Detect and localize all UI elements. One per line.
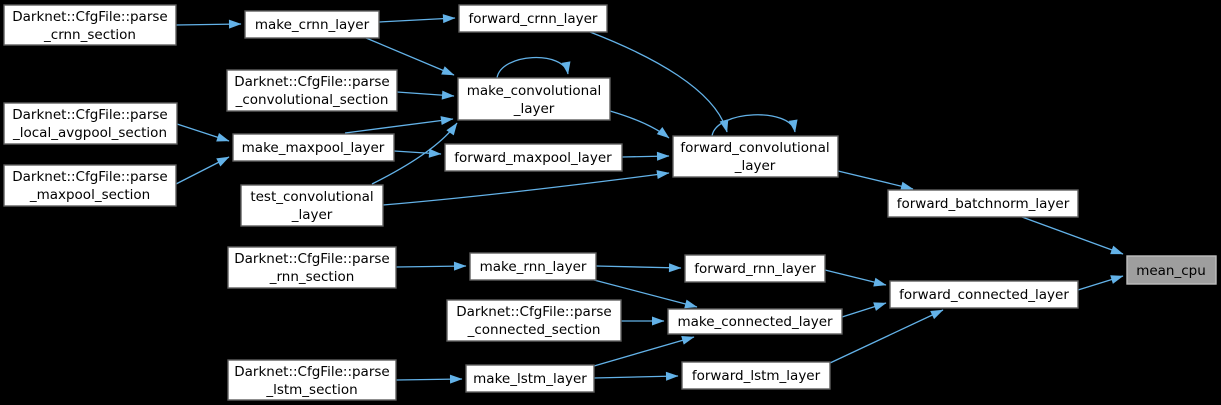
node-parse_maxpool_section[interactable]: Darknet::CfgFile::parse _maxpool_section xyxy=(3,164,177,207)
edge-make_connected_layer-forward_connected_layer xyxy=(841,302,887,318)
edge-forward_crnn_layer-forward_convolutional_layer xyxy=(589,31,729,133)
node-make_crnn_layer[interactable]: make_crnn_layer xyxy=(244,10,380,39)
node-forward_convolutional_layer[interactable]: forward_convolutional _layer xyxy=(672,135,839,178)
node-label: Darknet::CfgFile::parse xyxy=(12,9,167,25)
node-label: make_convolutional xyxy=(467,83,602,99)
node-label: make_crnn_layer xyxy=(255,17,370,33)
node-forward_rnn_layer[interactable]: forward_rnn_layer xyxy=(684,254,826,283)
edge-test_convolutional_layer-make_convolutional_layer xyxy=(371,122,458,185)
node-forward_maxpool_layer[interactable]: forward_maxpool_layer xyxy=(444,143,623,172)
node-parse_convolutional_section[interactable]: Darknet::CfgFile::parse _convolutional_s… xyxy=(226,69,398,112)
node-label: make_rnn_layer xyxy=(480,259,587,275)
edge-parse_convolutional_section-make_convolutional_layer xyxy=(396,90,455,100)
node-label: forward_crnn_layer xyxy=(469,11,598,27)
edge-parse_local_avgpool_section-make_maxpool_layer xyxy=(176,123,230,142)
node-label: Darknet::CfgFile::parse xyxy=(234,251,389,267)
node-label: Darknet::CfgFile::parse xyxy=(234,364,389,380)
edge-forward_lstm_layer-forward_connected_layer xyxy=(829,309,944,364)
node-label: make_lstm_layer xyxy=(473,371,587,387)
node-label: forward_connected_layer xyxy=(899,287,1069,303)
node-label: Darknet::CfgFile::parse xyxy=(12,169,167,185)
node-label: make_connected_layer xyxy=(677,314,833,330)
edge-forward_convolutional_layer-forward_batchnorm_layer xyxy=(837,170,914,191)
node-make_connected_layer[interactable]: make_connected_layer xyxy=(667,308,843,335)
node-label: forward_rnn_layer xyxy=(694,261,816,277)
node-forward_batchnorm_layer[interactable]: forward_batchnorm_layer xyxy=(887,189,1079,218)
node-label: _layer xyxy=(513,101,555,117)
node-mean_cpu[interactable]: mean_cpu xyxy=(1126,255,1217,285)
node-label: _layer xyxy=(291,207,333,223)
node-forward_connected_layer[interactable]: forward_connected_layer xyxy=(889,280,1079,309)
node-label: make_maxpool_layer xyxy=(242,140,385,156)
node-label: _convolutional_section xyxy=(235,92,389,108)
node-forward_lstm_layer[interactable]: forward_lstm_layer xyxy=(681,361,831,390)
edge-make_maxpool_layer-forward_maxpool_layer xyxy=(393,148,442,158)
node-label: Darknet::CfgFile::parse xyxy=(12,107,167,123)
node-label: forward_convolutional xyxy=(680,140,829,156)
edge-forward_connected_layer-mean_cpu xyxy=(1077,275,1124,291)
node-label: forward_batchnorm_layer xyxy=(897,196,1070,212)
node-make_maxpool_layer[interactable]: make_maxpool_layer xyxy=(232,133,395,162)
edge-test_convolutional_layer-forward_convolutional_layer xyxy=(382,170,670,206)
edge-make_rnn_layer-forward_rnn_layer xyxy=(595,263,682,273)
edge-forward_maxpool_layer-forward_convolutional_layer xyxy=(621,151,670,161)
node-label: _layer xyxy=(734,158,776,174)
edge-parse_lstm_section-make_lstm_layer xyxy=(395,374,463,384)
edge-forward_batchnorm_layer-mean_cpu xyxy=(1021,216,1124,255)
edge-parse_rnn_section-make_rnn_layer xyxy=(395,261,467,271)
edge-make_convolutional_layer-forward_convolutional_layer xyxy=(609,110,670,139)
node-label: forward_maxpool_layer xyxy=(454,150,612,166)
node-label: Darknet::CfgFile::parse xyxy=(456,304,611,320)
edge-make_maxpool_layer-make_convolutional_layer xyxy=(344,116,454,134)
edge-make_crnn_layer-forward_crnn_layer xyxy=(378,14,456,24)
edge-parse_crnn_section-make_crnn_layer xyxy=(175,19,242,29)
edge-make_lstm_layer-forward_lstm_layer xyxy=(593,371,679,381)
edge-parse_maxpool_section-make_maxpool_layer xyxy=(175,156,230,185)
edge-make_rnn_layer-make_connected_layer xyxy=(593,279,698,309)
node-label: _local_avgpool_section xyxy=(12,125,167,141)
node-forward_crnn_layer[interactable]: forward_crnn_layer xyxy=(458,4,608,33)
node-parse_lstm_section[interactable]: Darknet::CfgFile::parse _lstm_section xyxy=(227,359,397,401)
node-make_rnn_layer[interactable]: make_rnn_layer xyxy=(469,252,597,281)
node-test_convolutional_layer[interactable]: test_convolutional _layer xyxy=(240,184,384,227)
node-label: _connected_section xyxy=(467,322,601,338)
node-label: _maxpool_section xyxy=(29,187,150,203)
node-make_lstm_layer[interactable]: make_lstm_layer xyxy=(465,364,595,393)
node-label: _crnn_section xyxy=(43,27,136,43)
edge-forward_rnn_layer-forward_connected_layer xyxy=(824,269,887,287)
node-label: forward_lstm_layer xyxy=(692,368,821,384)
node-label: _rnn_section xyxy=(269,269,355,285)
node-label: Darknet::CfgFile::parse xyxy=(234,74,389,90)
node-make_convolutional_layer[interactable]: make_convolutional _layer xyxy=(457,77,611,121)
node-label: mean_cpu xyxy=(1136,263,1206,279)
node-parse_crnn_section[interactable]: Darknet::CfgFile::parse _crnn_section xyxy=(3,4,177,46)
node-label: test_convolutional xyxy=(250,189,373,205)
edge-forward_convolutional_layer-self-loop xyxy=(711,114,798,137)
node-parse_local_avgpool_section[interactable]: Darknet::CfgFile::parse _local_avgpool_s… xyxy=(3,102,178,145)
edge-make_crnn_layer-make_convolutional_layer xyxy=(365,37,455,76)
edge-make_convolutional_layer-self-loop xyxy=(496,56,571,79)
node-label: _lstm_section xyxy=(265,382,357,398)
edge-make_lstm_layer-make_connected_layer xyxy=(593,336,695,367)
node-parse_connected_section[interactable]: Darknet::CfgFile::parse _connected_secti… xyxy=(446,299,622,342)
node-parse_rnn_section[interactable]: Darknet::CfgFile::parse _rnn_section xyxy=(227,246,397,289)
